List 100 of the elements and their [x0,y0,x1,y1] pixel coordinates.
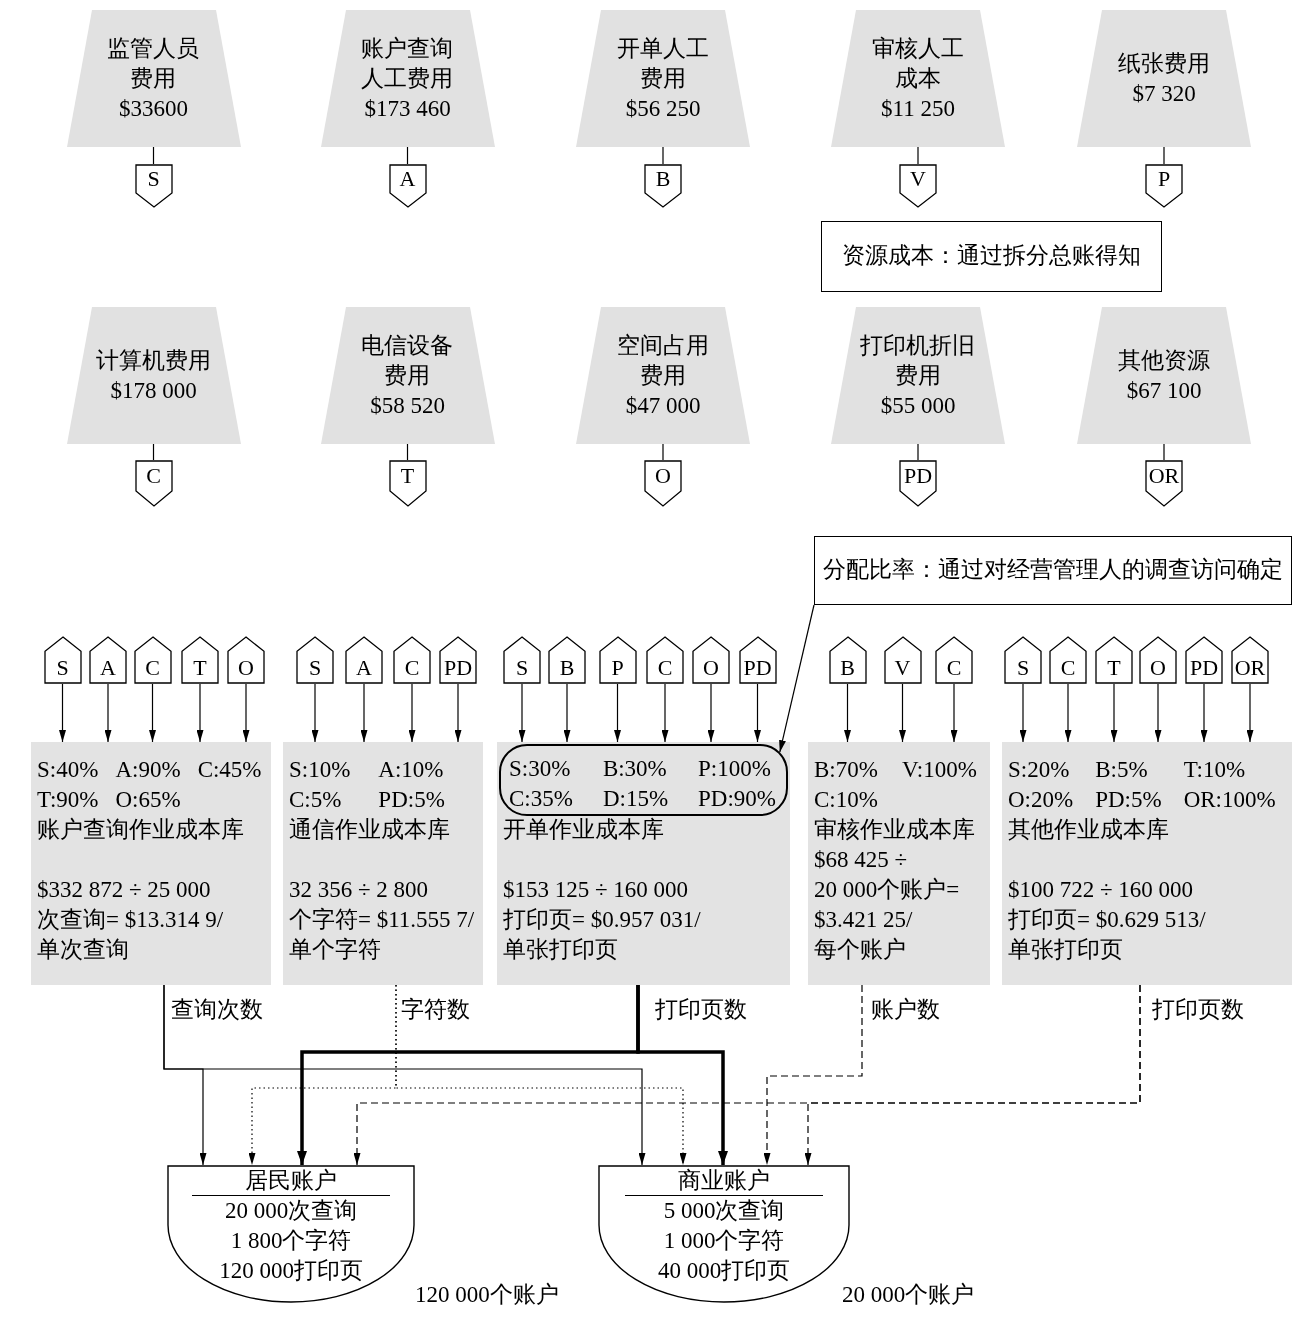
arrow [707,683,715,743]
pentagon-tag [899,164,937,208]
allocation-percentage: B:30% [602,755,668,783]
arrow [1246,683,1254,743]
rate-calculation: $100 722 ÷ 160 000打印页= $0.629 513/单张打印页 [1008,876,1206,964]
connector-line [917,146,919,165]
arrow [408,683,416,743]
arrow [454,683,462,743]
account-volume: 20 000次查询 [224,1197,358,1225]
tag-letter: S [515,656,529,679]
tag-letter: T [400,464,415,487]
arrow [899,683,906,743]
resource-name: 审核人工成本 [871,34,965,93]
account-volume: 1 800个字符 [230,1227,352,1255]
pentagon-tag [598,636,637,684]
resource-name: 空间占用费用 [616,331,710,390]
arrow [196,683,204,743]
cost-amount: $56 250 [625,94,701,123]
pentagon-tag [296,636,334,684]
tag-letter: T [193,656,207,679]
tag-letter: PD [443,656,473,679]
tag-letter: A [399,167,416,190]
tag-letter: O [238,656,254,679]
allocation-percentage: PD:5% [378,786,445,814]
resource-name: 监管人员费用 [106,34,201,93]
allocation-percentage: O:20% [1008,786,1074,814]
account-type-heading: 居民账户 [192,1167,390,1196]
arrow [104,683,112,743]
tag-letter: OR [1234,656,1266,679]
arrow [804,984,1141,1166]
tag-letter: C [146,464,161,487]
cost-pool-panel [283,742,483,985]
pentagon-tag [1004,636,1042,684]
tag-letter: S [147,167,160,190]
allocation-percentage: O:65% [115,786,181,814]
tag-letter: V [894,656,911,679]
allocation-percentage: S:30% [509,755,572,783]
resource-name: 其他资源 [1117,346,1211,375]
arrow [360,683,368,743]
pentagon-tag [388,164,427,208]
allocation-percentage: V:100% [901,756,977,784]
tag-letter: C [404,656,420,679]
rate-calculation: 32 356 ÷ 2 800个字符= $11.555 7/单个字符 [289,876,475,964]
pentagon-tag [503,636,541,684]
arrow [59,683,66,743]
cost-amount: $173 460 [364,94,451,123]
pentagon-tag [644,164,682,208]
tag-letter: PD [743,656,772,679]
allocation-percentage: S:20% [1008,756,1071,784]
rate-calculation: $332 872 ÷ 25 000次查询= $13.314 9/单次查询 [37,876,224,964]
cost-pool-panel [808,742,990,985]
note-text: 资源成本：通过拆分总账得知 [842,242,1141,271]
pentagon-tag [1185,636,1223,684]
resource-name: 账户查询人工费用 [360,34,455,93]
allocation-percentage: B:5% [1095,756,1149,784]
account-bowl [167,1165,415,1303]
cost-pool-panel [31,742,271,985]
allocation-percentage: C:45% [197,756,262,784]
resource-trapezoid [576,10,750,147]
connector-line [1163,146,1165,165]
allocation-percentage: S:40% [37,756,99,784]
account-type-heading: 商业账户 [625,1167,823,1196]
arrow [163,984,646,1166]
cost-amount: $58 520 [370,391,445,420]
resource-name: 电信设备费用 [360,331,455,390]
allocation-percentage: C:10% [814,786,878,814]
pentagon-tag [134,460,173,507]
connector-line [152,443,155,461]
resource-trapezoid [831,10,1005,147]
arrow [563,683,571,743]
arrow [636,985,728,1165]
cost-amount: $47 000 [625,391,701,420]
pentagon-tag [388,460,427,507]
pentagon-tag [227,636,265,684]
allocation-percentage: A:90% [115,756,181,784]
cost-amount: $33600 [119,94,188,123]
allocation-percentage: C:5% [289,786,343,814]
account-volume: 5 000次查询 [663,1197,785,1225]
pentagon-tag [89,636,127,684]
tag-letter: C [946,656,962,679]
arrow [661,683,669,743]
tag-letter: A [356,656,372,679]
cost-pool-name: 账户查询作业成本库 [37,816,244,844]
resource-trapezoid [831,307,1005,444]
pentagon-tag [1095,636,1133,684]
pentagon-tag [43,636,82,684]
resource-trapezoid [1077,307,1251,444]
cost-amount: $55 000 [880,391,956,420]
tag-letter: PD [903,464,933,487]
tag-letter: O [1150,656,1166,679]
pentagon-tag [1231,636,1269,684]
account-count: 120 000个账户 [415,1281,559,1309]
resource-name: 开单人工费用 [616,34,710,93]
tag-letter: B [559,656,575,679]
tag-letter: C [657,656,673,679]
tag-letter: S [56,656,69,679]
connector-line [662,146,664,165]
resource-name: 纸张费用 [1117,49,1211,78]
tag-letter: V [910,167,926,190]
account-volume: 40 000打印页 [657,1257,791,1285]
